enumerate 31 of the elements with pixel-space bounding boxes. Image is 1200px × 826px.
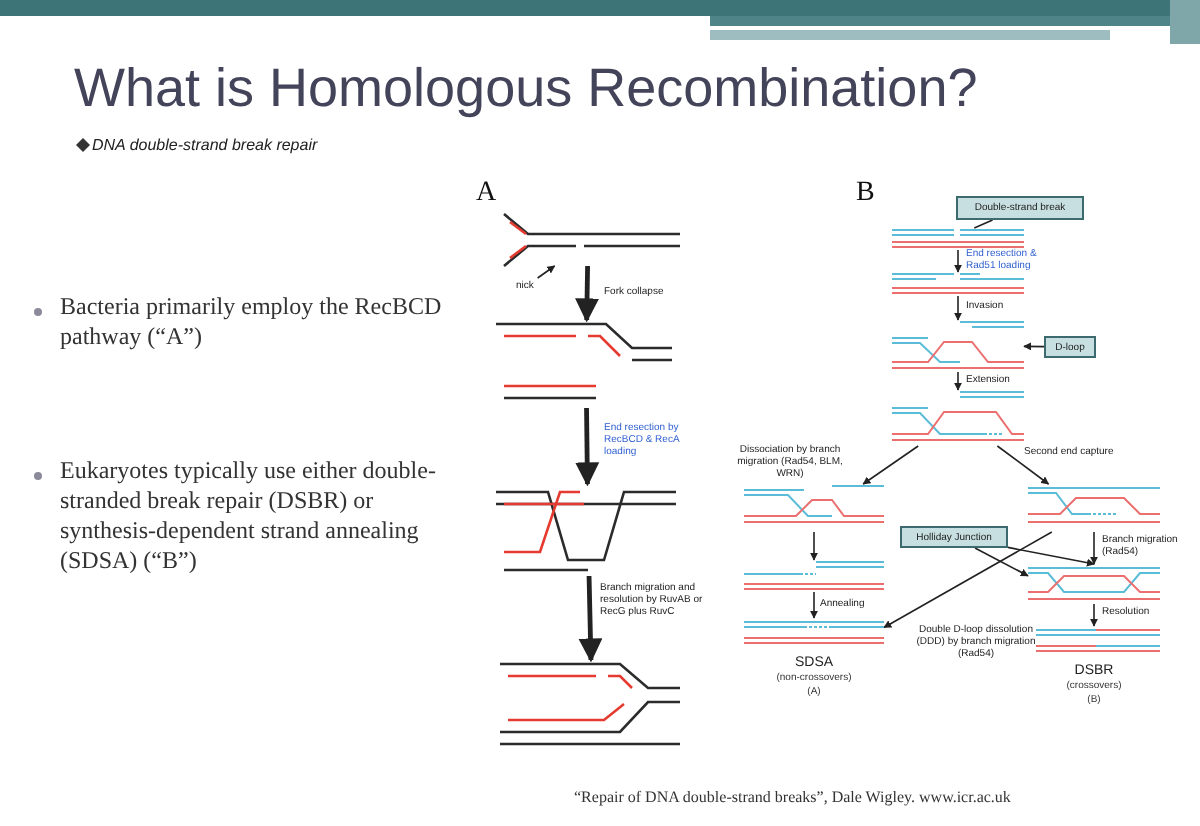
dna-strands-drawing (744, 618, 884, 646)
arrow (974, 547, 1029, 577)
panel-letter: A (476, 176, 497, 212)
bullet-text: Eukaryotes typically use either double-stranded break repair (DSBR) or synthesis-dependent strand annealing (SDSA) (“B”) (60, 456, 438, 576)
arrow (810, 591, 818, 619)
arrow (1023, 342, 1045, 351)
arrow (1090, 603, 1098, 627)
bullet-text: Bacteria primarily employ the RecBCD pathway (“A”) (60, 292, 444, 352)
dna-strands-drawing (892, 320, 1024, 372)
dna-strands-drawing (1028, 564, 1160, 604)
arrow (954, 371, 962, 391)
arrow (810, 531, 818, 561)
subtitle: DNA double-strand break repair (92, 134, 318, 158)
arrow (578, 575, 603, 663)
arrow (954, 295, 962, 321)
dna-strands-drawing (744, 560, 884, 592)
arrow (954, 249, 962, 273)
arrow (996, 445, 1050, 485)
arrow (862, 445, 919, 485)
dna-strands-drawing (892, 390, 1024, 446)
arrow (536, 265, 556, 279)
slide-title: What is Homologous Recombination? (74, 56, 978, 120)
arrow (575, 407, 600, 487)
dna-strands-drawing (892, 228, 1024, 250)
arrow (1007, 546, 1095, 567)
arrow (1090, 531, 1098, 565)
arrow (575, 265, 600, 323)
source-caption: “Repair of DNA double-strand breaks”, Dale Wigley. www.icr.ac.uk (574, 786, 1011, 810)
arrow (883, 531, 1053, 629)
dna-strands-drawing (892, 272, 1024, 296)
panel-letter: B (856, 176, 875, 212)
